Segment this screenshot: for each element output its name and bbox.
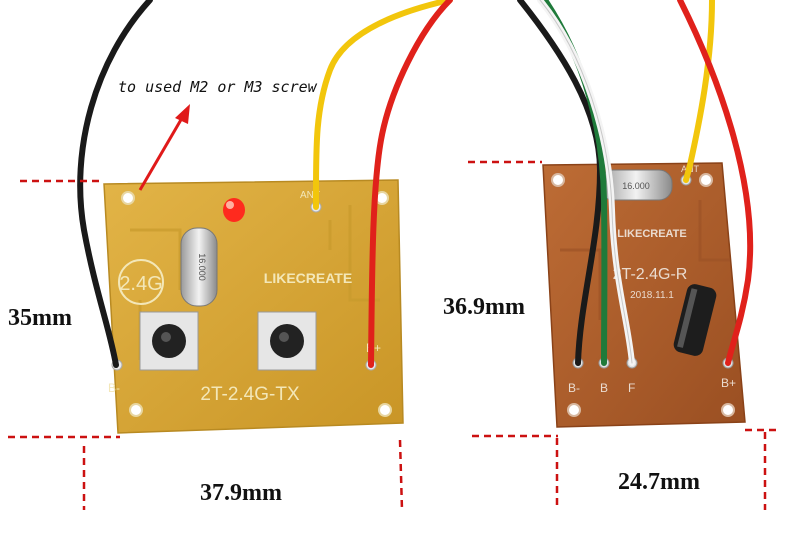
- rx-crystal-marking: 16.000: [622, 181, 650, 191]
- rx-pin-label-f: F: [628, 381, 635, 395]
- crystal-oscillator: 16.000: [180, 227, 218, 307]
- rx-mounting-holes: [551, 173, 735, 417]
- rx-pin-label-b: B: [600, 381, 608, 395]
- freq-badge: 2.4G: [118, 259, 164, 305]
- rx-wire-red: [677, 0, 754, 366]
- tx-wire-yellow: [312, 0, 453, 210]
- tx-width-label: 37.9mm: [200, 480, 282, 506]
- tx-wire-black: [77, 0, 153, 368]
- rx-wire-yellow: [683, 0, 715, 183]
- tx-brand-text: LIKECREATE: [264, 270, 352, 286]
- crystal-marking: 16.000: [197, 253, 207, 281]
- screw-annotation: to used M2 or M3 screw: [118, 78, 317, 96]
- rx-pin-label-bneg: B-: [568, 381, 580, 395]
- annotation-arrow: [138, 104, 190, 191]
- mounting-holes: [121, 191, 392, 417]
- red-led: [223, 198, 245, 222]
- tx-height-label: 35mm: [8, 305, 72, 331]
- dimension-lines: [8, 160, 780, 511]
- push-button-left: [139, 311, 199, 371]
- wires: [77, 0, 754, 368]
- tx-negative-pin-label: B-: [108, 381, 120, 395]
- receiver-board: 16.000 LIKECREATE 2T-2.4G-R 2018.11.1 AN…: [542, 162, 746, 428]
- rx-brand-text: LIKECREATE: [617, 228, 686, 240]
- rx-width-label: 24.7mm: [618, 469, 700, 495]
- capacitor: [673, 284, 717, 356]
- rx-pin-label-bpos: B+: [721, 376, 736, 390]
- rx-height-label: 36.9mm: [443, 294, 525, 320]
- freq-badge-text: 2.4G: [119, 273, 162, 295]
- rx-model-text: 2T-2.4G-R: [613, 266, 688, 283]
- push-button-right: [257, 311, 317, 371]
- rx-date-text: 2018.11.1: [630, 290, 674, 301]
- tx-model-text: 2T-2.4G-TX: [200, 384, 300, 405]
- transmitter-board: 16.000 2.4G LIKECREATE 2T-2.4G-TX ANT B-…: [103, 179, 404, 434]
- tx-wire-red: [368, 0, 453, 368]
- tx-ant-pin-label: ANT: [300, 190, 320, 201]
